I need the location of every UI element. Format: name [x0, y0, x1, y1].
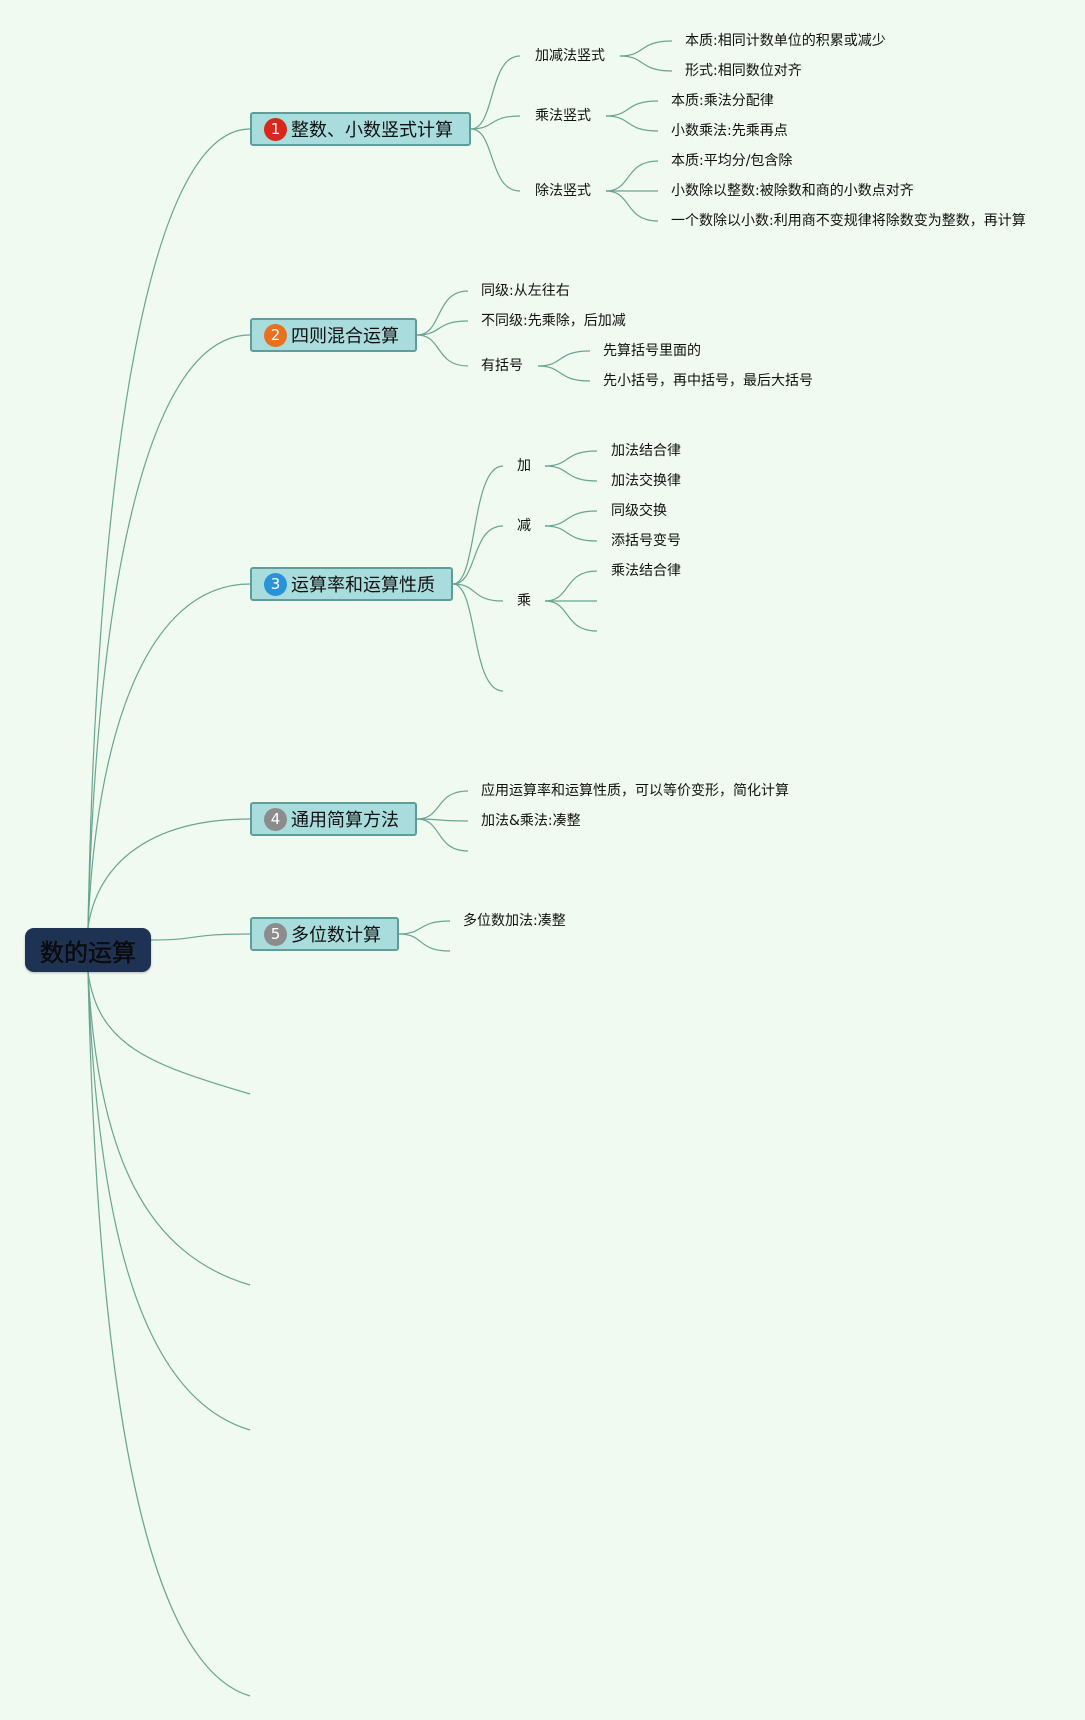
connector [452, 583, 504, 692]
connector [544, 570, 598, 602]
topic-5-node[interactable]: 5 多位数计算 [250, 917, 399, 951]
topic-label: 多位数计算 [291, 925, 381, 946]
connector [416, 818, 469, 852]
conn-1-2 [470, 115, 521, 130]
branch-topic-3 [87, 583, 251, 929]
connector [605, 115, 659, 132]
leaf-3-1-1[interactable]: 加法结合律 [611, 443, 681, 459]
connector [416, 790, 469, 820]
branch-topic-1 [87, 128, 251, 929]
topic-label: 整数、小数竖式计算 [291, 120, 453, 141]
leaf-1-3-2[interactable]: 小数除以整数:被除数和商的小数点对齐 [671, 183, 914, 199]
topic-label: 四则混合运算 [291, 326, 399, 347]
topic-3-node[interactable]: 3 运算率和运算性质 [250, 567, 453, 601]
branch-topic-2 [87, 334, 251, 929]
leaf-1-3-3[interactable]: 一个数除以小数:利用商不变规律将除数变为整数，再计算 [671, 213, 1026, 229]
connector [619, 40, 673, 57]
connector [544, 600, 598, 632]
connector [537, 350, 591, 367]
branch-empty-9 [87, 971, 251, 1697]
subtopic-3-2[interactable]: 减 [517, 518, 531, 534]
connector [452, 465, 504, 585]
leaf-3-2-1[interactable]: 同级交换 [611, 503, 667, 519]
connector [452, 525, 504, 585]
number-badge-icon: 4 [264, 807, 287, 831]
connector [605, 100, 659, 117]
topic-4-node[interactable]: 4 通用简算方法 [250, 802, 417, 836]
subtopic-2-2[interactable]: 不同级:先乘除，后加减 [481, 313, 626, 329]
conn-1-1 [470, 55, 521, 130]
root-label: 数的运算 [40, 938, 136, 967]
connector [416, 290, 469, 336]
connector [544, 525, 598, 542]
leaf-1-1-2[interactable]: 形式:相同数位对齐 [685, 63, 802, 79]
branch-topic-5 [150, 933, 251, 941]
number-badge-icon: 5 [264, 922, 287, 946]
leaf-1-2-2[interactable]: 小数乘法:先乘再点 [671, 123, 788, 139]
subtopic-2-1[interactable]: 同级:从左往右 [481, 283, 570, 299]
connector [398, 920, 451, 935]
topic-2-node[interactable]: 2 四则混合运算 [250, 318, 417, 352]
leaf-1-3-1[interactable]: 本质:平均分/包含除 [671, 153, 793, 169]
topic-1-node[interactable]: 1 整数、小数竖式计算 [250, 112, 471, 146]
number-badge-icon: 1 [264, 117, 287, 141]
subtopic-4-1[interactable]: 应用运算率和运算性质，可以等价变形，简化计算 [481, 783, 789, 799]
branch-empty-7 [87, 971, 251, 1286]
subtopic-5-1[interactable]: 多位数加法:凑整 [463, 913, 566, 929]
connector [452, 583, 504, 602]
connector [416, 334, 469, 367]
leaf-1-1-1[interactable]: 本质:相同计数单位的积累或减少 [685, 33, 886, 49]
number-badge-icon: 2 [264, 323, 287, 347]
root-node[interactable]: 数的运算 [25, 928, 151, 972]
connector [605, 160, 659, 192]
connector [416, 818, 469, 822]
branch-empty-6 [87, 971, 251, 1095]
connector [619, 55, 673, 72]
connector [537, 365, 591, 382]
topic-label: 通用简算方法 [291, 810, 399, 831]
branch-empty-8 [87, 971, 251, 1431]
subtopic-2-3[interactable]: 有括号 [481, 358, 523, 374]
leaf-1-2-1[interactable]: 本质:乘法分配律 [671, 93, 774, 109]
leaf-2-3-1[interactable]: 先算括号里面的 [603, 343, 701, 359]
topic-label: 运算率和运算性质 [291, 575, 435, 596]
leaf-3-2-2[interactable]: 添括号变号 [611, 533, 681, 549]
leaf-3-3-1[interactable]: 乘法结合律 [611, 563, 681, 579]
connector [544, 450, 598, 467]
connector [398, 933, 451, 952]
subtopic-1-2[interactable]: 乘法竖式 [535, 108, 591, 124]
subtopic-1-1[interactable]: 加减法竖式 [535, 48, 605, 64]
subtopic-3-3[interactable]: 乘 [517, 593, 531, 609]
connector [605, 190, 659, 222]
conn-1-3 [470, 128, 521, 192]
connector [416, 320, 469, 336]
connector [544, 510, 598, 527]
subtopic-4-2[interactable]: 加法&乘法:凑整 [481, 813, 581, 829]
subtopic-3-1[interactable]: 加 [517, 458, 531, 474]
number-badge-icon: 3 [264, 572, 287, 596]
branch-topic-4 [87, 818, 251, 929]
leaf-2-3-2[interactable]: 先小括号，再中括号，最后大括号 [603, 373, 813, 389]
leaf-3-1-2[interactable]: 加法交换律 [611, 473, 681, 489]
connector [544, 465, 598, 482]
subtopic-1-3[interactable]: 除法竖式 [535, 183, 591, 199]
